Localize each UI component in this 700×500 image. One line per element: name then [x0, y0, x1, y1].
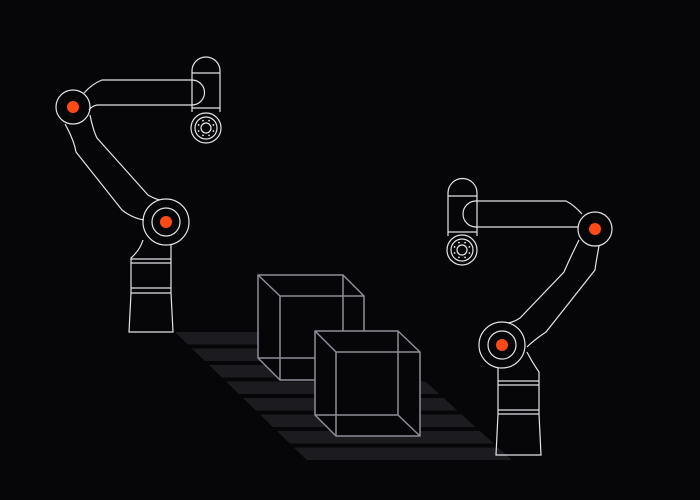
bolt-dot — [208, 119, 210, 122]
forearm — [507, 239, 600, 348]
shoulder-joint — [55, 89, 91, 125]
bolt-dot — [197, 124, 200, 126]
shoulder-joint — [577, 211, 613, 247]
bolt-dot — [458, 256, 460, 259]
bolt-dot — [468, 252, 471, 254]
wrist — [191, 56, 221, 112]
bolt-dot — [212, 124, 215, 126]
bolt-dot — [464, 256, 466, 259]
elbow-joint-indicator — [160, 216, 172, 228]
base — [128, 239, 174, 333]
bolt-dot — [468, 246, 471, 248]
conveyor-slat — [293, 447, 512, 460]
bolt-dot — [202, 119, 204, 122]
robot-arm-right — [446, 177, 613, 456]
bolt-dot — [453, 246, 456, 248]
forearm — [64, 114, 161, 221]
conveyor-slat — [276, 431, 494, 444]
elbow-joint — [478, 321, 526, 369]
shoulder-joint-indicator — [589, 223, 601, 235]
bolt-dot — [464, 241, 466, 244]
elbow-joint — [142, 198, 190, 246]
wrist — [447, 177, 478, 236]
robot-arm-left — [55, 56, 222, 333]
tool-flange-icon — [190, 112, 222, 144]
elbow-joint-indicator — [496, 339, 508, 351]
bolt-dot — [208, 134, 210, 137]
bolt-dot — [212, 130, 215, 132]
bolt-dot — [197, 130, 200, 132]
upper-arm — [462, 200, 583, 228]
shoulder-joint-indicator — [67, 101, 79, 113]
tool-flange-icon — [446, 234, 478, 266]
base — [495, 351, 542, 456]
bolt-dot — [202, 134, 204, 137]
bolt-dot — [453, 252, 456, 254]
cube-box-front — [314, 330, 421, 437]
upper-arm — [83, 79, 206, 111]
bolt-dot — [458, 241, 460, 244]
